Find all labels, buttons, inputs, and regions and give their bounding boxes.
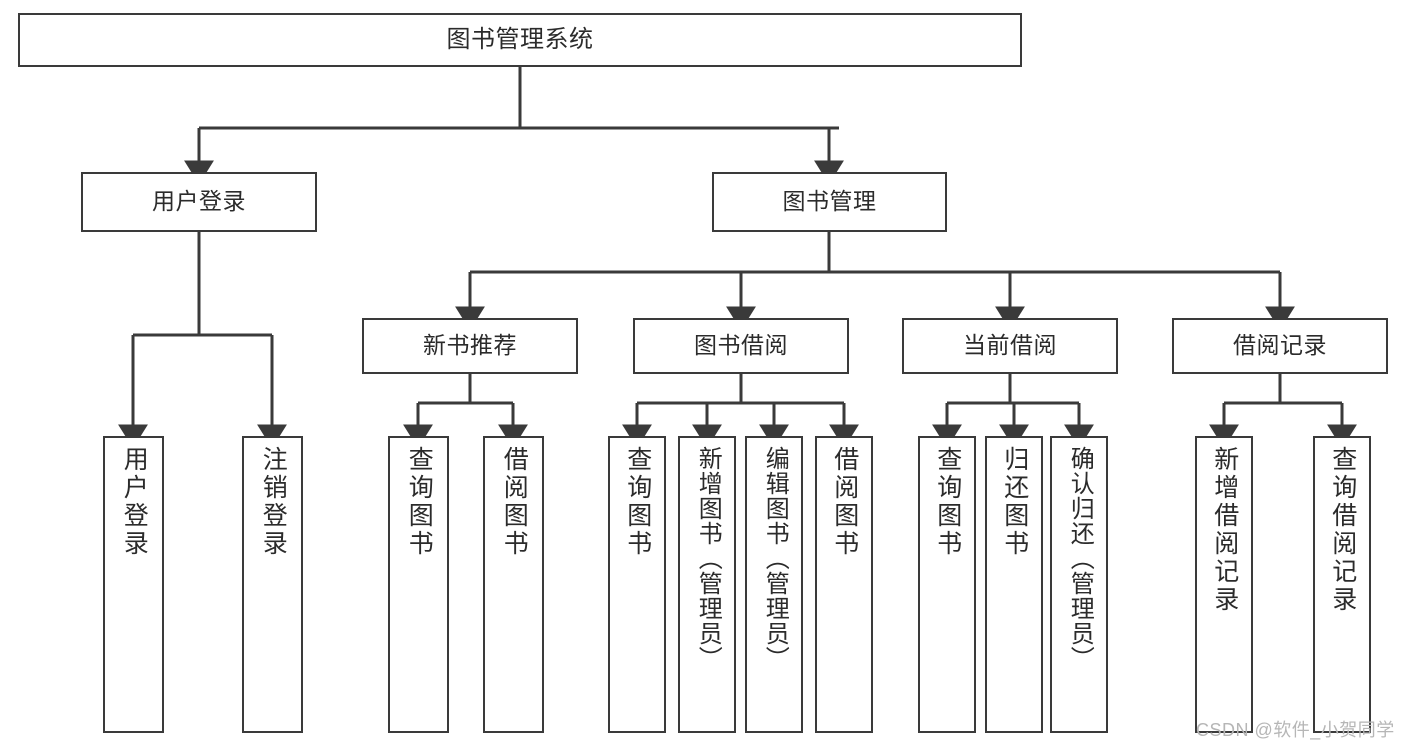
node-user-login[interactable]: 用户登录 xyxy=(81,172,317,232)
leaf-return-book[interactable]: 归还图书 xyxy=(985,436,1043,733)
leaf-query-book-current[interactable]: 查询图书 xyxy=(918,436,976,733)
leaf-borrow-book-label: 借阅图书 xyxy=(830,446,859,558)
node-new-book-recommend-label: 新书推荐 xyxy=(423,332,517,359)
leaf-confirm-return-admin[interactable]: 确认归还（管理员） xyxy=(1050,436,1108,733)
node-user-login-label: 用户登录 xyxy=(152,188,246,215)
leaf-edit-book-admin-label: 编辑图书（管理员） xyxy=(761,446,789,671)
leaf-logout-label: 注销登录 xyxy=(259,446,288,558)
leaf-user-login[interactable]: 用户登录 xyxy=(103,436,164,733)
node-current-borrow[interactable]: 当前借阅 xyxy=(902,318,1118,374)
leaf-add-borrow-record-label: 新增借阅记录 xyxy=(1210,446,1239,614)
leaf-logout[interactable]: 注销登录 xyxy=(242,436,303,733)
node-root-label: 图书管理系统 xyxy=(446,25,594,53)
node-book-borrow-label: 图书借阅 xyxy=(694,332,788,359)
leaf-query-book-borrow[interactable]: 查询图书 xyxy=(608,436,666,733)
leaf-query-book-borrow-label: 查询图书 xyxy=(623,446,652,558)
leaf-add-book-admin-label: 新增图书（管理员） xyxy=(694,446,722,671)
node-book-management[interactable]: 图书管理 xyxy=(712,172,947,232)
node-current-borrow-label: 当前借阅 xyxy=(963,332,1057,359)
node-book-borrow[interactable]: 图书借阅 xyxy=(633,318,849,374)
leaf-borrow-book-recommend[interactable]: 借阅图书 xyxy=(483,436,544,733)
node-new-book-recommend[interactable]: 新书推荐 xyxy=(362,318,578,374)
leaf-return-book-label: 归还图书 xyxy=(1000,446,1029,558)
leaf-edit-book-admin[interactable]: 编辑图书（管理员） xyxy=(745,436,803,733)
node-borrow-records-label: 借阅记录 xyxy=(1233,332,1327,359)
leaf-add-book-admin[interactable]: 新增图书（管理员） xyxy=(678,436,736,733)
leaf-query-borrow-record[interactable]: 查询借阅记录 xyxy=(1313,436,1371,733)
leaf-confirm-return-admin-label: 确认归还（管理员） xyxy=(1066,446,1094,671)
leaf-borrow-book[interactable]: 借阅图书 xyxy=(815,436,873,733)
node-root[interactable]: 图书管理系统 xyxy=(18,13,1022,67)
watermark-text: CSDN @软件_小贺同学 xyxy=(1196,720,1395,740)
leaf-query-borrow-record-label: 查询借阅记录 xyxy=(1328,446,1357,614)
leaf-query-book-recommend-label: 查询图书 xyxy=(405,446,434,558)
leaf-query-book-current-label: 查询图书 xyxy=(933,446,962,558)
node-book-management-label: 图书管理 xyxy=(782,188,877,215)
leaf-user-login-label: 用户登录 xyxy=(120,446,149,558)
leaf-query-book-recommend[interactable]: 查询图书 xyxy=(388,436,449,733)
leaf-borrow-book-recommend-label: 借阅图书 xyxy=(500,446,529,558)
node-borrow-records[interactable]: 借阅记录 xyxy=(1172,318,1388,374)
leaf-add-borrow-record[interactable]: 新增借阅记录 xyxy=(1195,436,1253,733)
